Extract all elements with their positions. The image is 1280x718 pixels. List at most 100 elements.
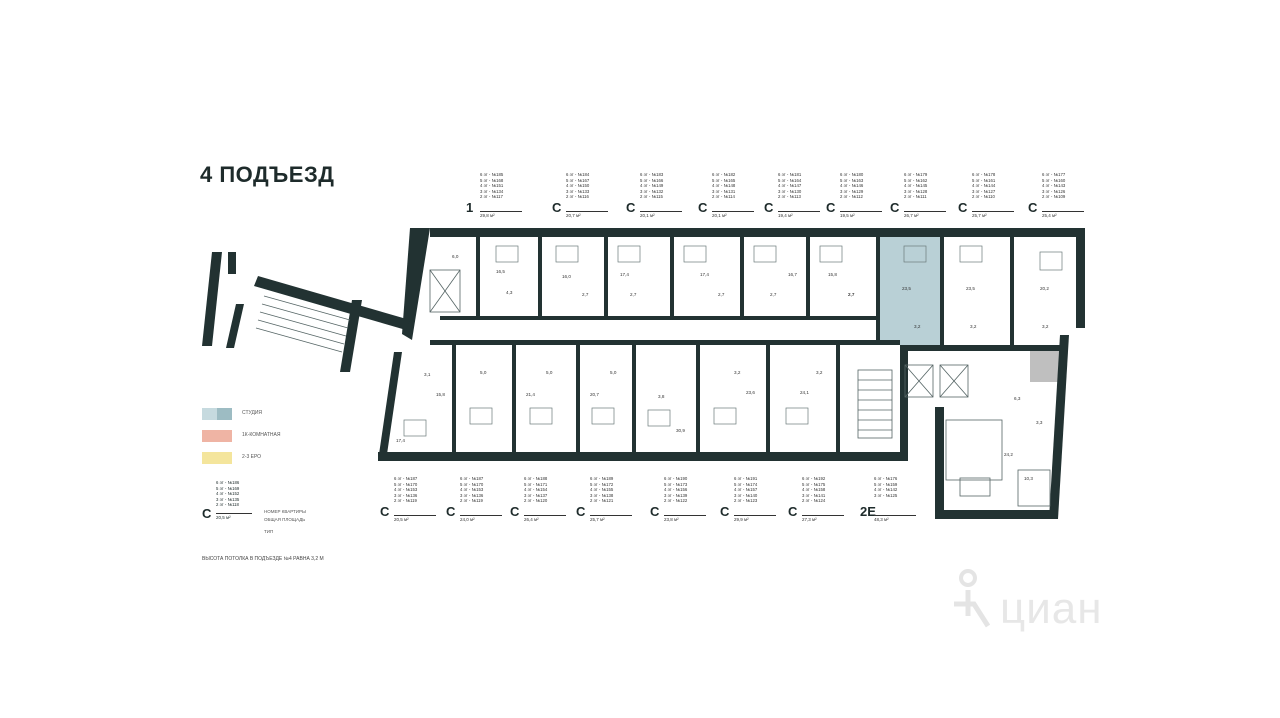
apartment-floor-line: 5 эт - №161	[972, 177, 996, 183]
partition-walls	[452, 237, 1014, 453]
apartment-floor-line: 5 эт - №159	[874, 481, 898, 487]
staircase	[255, 295, 351, 353]
room-area: 2,7	[770, 292, 777, 297]
cian-watermark-text: циан	[1000, 584, 1103, 633]
room-area: 3,8	[658, 394, 665, 399]
building-walls	[202, 228, 1085, 519]
apartment-type: С	[650, 504, 660, 519]
apartment-area: 26,7 м²	[904, 211, 946, 218]
apartment-floor-line: 5 эт - №163	[840, 177, 864, 183]
room-area: 2,7	[718, 292, 725, 297]
apartment-floor-line: 6 эт - №176	[874, 476, 898, 481]
apartment-floor-line: 6 эт - №181	[778, 172, 802, 177]
room-area: 3,2	[734, 370, 741, 375]
apartment-floor-line: 4 эт - №155	[590, 487, 614, 493]
label-key: 6 эт - №186 5 эт - №169 4 эт - №152 3 эт…	[202, 480, 322, 540]
furniture	[403, 245, 1063, 437]
apartment-area: 27,3 м²	[802, 515, 844, 522]
room-area: 5,0	[546, 370, 553, 375]
apartment-floor-line: 6 эт - №185	[480, 172, 504, 177]
room-area: 17,4	[396, 438, 405, 443]
apartment-floor-line: 4 эт - №143	[1042, 183, 1066, 189]
apartment-area: 24,0 м²	[460, 515, 502, 522]
apartment-type: С	[510, 504, 520, 519]
key-area: 20,5 м²	[216, 513, 252, 520]
page-title: 4 ПОДЪЕЗД	[200, 162, 335, 187]
apartment-floor-line: 3 эт - №139	[664, 492, 688, 498]
apartment-floor-line: 3 эт - №132	[640, 188, 664, 194]
apartment-floor-line: 4 эт - №147	[778, 183, 802, 189]
apartment-floor-line: 6 эт - №189	[590, 476, 614, 481]
apartment-area: 29,8 м²	[480, 211, 522, 218]
apartment-floor-line: 2 эт - №111	[904, 194, 927, 200]
apartment-floor-line: 5 эт - №167	[566, 177, 590, 183]
apartment-type: С	[958, 200, 968, 215]
apartment-type: С	[720, 504, 730, 519]
apartment-floor-line: 5 эт - №168	[480, 177, 504, 183]
room-area: 24,1	[800, 390, 809, 395]
apartment-floor-line: 4 эт - №145	[904, 183, 928, 189]
room-area-labels: 6,0 16,5 4,3 16,0 2,7 17,4 2,7 17,4 2,7 …	[396, 254, 1049, 481]
apartment-floor-line: 2 эт - №114	[712, 194, 735, 200]
apartment-floor-line: 4 эт - №154	[524, 487, 548, 493]
room-area: 17,4	[620, 272, 629, 277]
studio-highlight	[878, 237, 940, 345]
room-area: 20,7	[590, 392, 599, 397]
room-area: 15,8	[436, 392, 445, 397]
apartment-floor-line: 6 эт - №177	[1042, 172, 1066, 177]
room-area: 16,7	[788, 272, 797, 277]
apartment-floor-line: 2 эт - №110	[972, 194, 995, 200]
room-area: 3,2	[1042, 324, 1049, 329]
room-area: 15,8	[828, 272, 837, 277]
legend-swatch-euro	[202, 452, 232, 464]
apartment-floor-line: 2 эт - №115	[640, 194, 663, 200]
apartment-floor-line: 2 эт - №117	[480, 194, 503, 200]
apartment-floor-line: 5 эт - №172	[590, 481, 614, 487]
apartment-floor-line: 4 эт - №157	[734, 487, 758, 493]
room-area: 6,3	[1014, 396, 1021, 401]
apartment-type: 1	[466, 200, 474, 215]
apartment-type: С	[552, 200, 562, 215]
apartment-floor-line: 3 эт - №125	[874, 492, 898, 498]
apartment-type: С	[380, 504, 390, 519]
legend-swatch-studio	[202, 408, 232, 420]
apartment-floor-line: 3 эт - №140	[734, 492, 758, 498]
apartment-floor-line: 4 эт - №151	[480, 183, 504, 189]
apartment-area: 19,5 м²	[840, 211, 882, 218]
apartment-floor-line: 6 эт - №183	[640, 172, 664, 177]
apartment-floor-line: 4 эт - №148	[712, 183, 736, 189]
apartment-floor-line: 6 эт - №187	[460, 476, 484, 481]
legend-euro: 2-3 ЕРО	[202, 452, 302, 466]
key-floors: 6 эт - №186 5 эт - №169 4 эт - №152 3 эт…	[216, 480, 239, 508]
apartment-floor-line: 5 эт - №170	[460, 481, 484, 487]
apartment-type: С	[698, 200, 708, 215]
apartment-area: 20,5 м²	[394, 515, 436, 522]
apartment-floor-line: 4 эт - №142	[874, 487, 898, 493]
apartment-floor-line: 5 эт - №162	[904, 177, 928, 183]
apartment-floor-line: 2 эт - №122	[664, 498, 688, 504]
apartment-area: 25,4 м²	[1042, 211, 1084, 218]
apartment-area: 25,7 м²	[590, 515, 632, 522]
key-note-number: НОМЕР КВАРТИРЫ	[264, 509, 306, 514]
key-note-area: ОБЩАЯ ПЛОЩАДЬ	[264, 517, 306, 522]
apartment-floor-line: 5 эт - №165	[712, 177, 736, 183]
apartment-floor-line: 3 эт - №129	[840, 188, 864, 194]
apartment-floor-line: 3 эт - №136	[460, 492, 484, 498]
cian-watermark: циан	[948, 564, 1148, 644]
